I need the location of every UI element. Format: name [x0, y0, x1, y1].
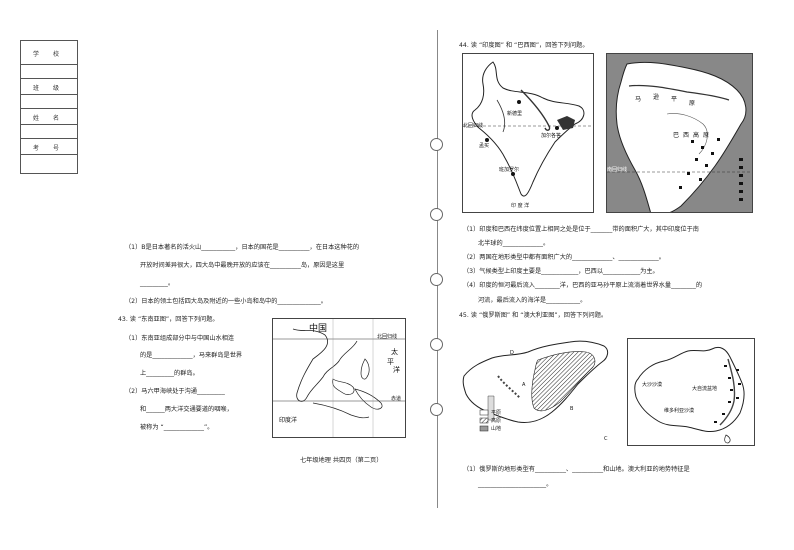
info-row-blank[interactable]	[21, 65, 77, 79]
label-id: 考 号	[33, 145, 65, 152]
q43-2-line2: 和______两大洋交通要道的咽喉，	[140, 406, 233, 413]
label-amazon-4: 原	[689, 100, 696, 107]
q42-1-line2: 开放时间差异很大，四大岛中最晚开放的应该在__________岛，原因是这里	[140, 262, 345, 269]
label-plateau-2: 西	[683, 132, 690, 139]
label-b: B	[570, 406, 574, 412]
binding-hole	[430, 273, 443, 286]
india-map: 新德里 加尔各答 北回归线 孟买 班加罗尔 印 度 洋	[462, 53, 594, 213]
label-victoria-desert: 维多利亚沙漠	[664, 408, 695, 414]
label-a: A	[522, 382, 526, 388]
southeast-asia-map: 中国 北回归线 太 平 洋 赤道 印度洋	[272, 318, 406, 438]
label-plateau-3: 高	[693, 132, 700, 139]
q44-1-line2: 北半球的_____________。	[478, 240, 550, 247]
label-tropic-brazil: 南回归线	[607, 167, 628, 173]
q45-1-line1: （1）俄罗斯的地形类型有__________、__________和山地。澳大利…	[463, 466, 690, 473]
label-plateau-4: 原	[703, 132, 710, 139]
label-tropic-india: 北回归线	[463, 123, 484, 129]
label-equator: 赤道	[391, 396, 402, 402]
info-row-blank[interactable]	[21, 95, 77, 109]
q43-2-line1: （2）马六甲海峡处于沟通_________	[125, 388, 225, 395]
q44-1-line1: （1）印度和巴西在纬度位置上相同之处是位于_______带的面积广大，其中印度位…	[463, 226, 699, 233]
legend-plain: 平原	[491, 410, 502, 416]
q45-1-line2: ______________________。	[478, 481, 553, 488]
q45-title: 45. 读 “俄罗斯图” 和 “澳大利亚图”，回答下列问题。	[459, 312, 608, 319]
label-c: C	[604, 436, 608, 442]
q43-2-line3: 被称为 “_____________”。	[140, 424, 214, 431]
label-amazon-1: 马	[635, 96, 642, 103]
label-pacific-1: 太	[391, 348, 398, 356]
label-kolkata: 加尔各答	[541, 133, 562, 139]
russia-map: D A B C 平原 高原 山地	[458, 336, 618, 446]
q43-1-line3: 上_________的群岛。	[140, 370, 199, 377]
legend-plateau: 高原	[491, 418, 502, 424]
label-indian-ocean: 印度洋	[279, 417, 298, 424]
info-row-id: 考 号	[21, 139, 77, 155]
info-row-blank[interactable]	[21, 125, 77, 139]
info-row-class: 班 级	[21, 79, 77, 95]
india-map-drawing	[463, 61, 593, 197]
q44-4-line1: （4）印度的恒河最后流入________洋，巴西的亚马孙平原上流淌着世界水量__…	[463, 282, 703, 289]
label-tropic: 北回归线	[377, 334, 398, 340]
brazil-map-drawing	[607, 61, 752, 212]
q42-1-line1: （1）B是日本著名的活火山___________，日本的国花是_________…	[125, 244, 360, 251]
label-china: 中国	[309, 324, 328, 334]
label-amazon-2: 逊	[653, 94, 660, 101]
label-pacific-2: 平	[387, 358, 394, 366]
australia-map: 大沙沙漠 维多利亚沙漠 大自流盆地	[627, 338, 755, 446]
page-footer: 七年级地理 共四页（第二页）	[300, 457, 383, 464]
q42-2: （2）日本的领土包括四大岛及附近的一些小岛和岛中的______________。	[125, 298, 327, 305]
label-great-sandy-desert: 大沙沙漠	[642, 382, 663, 388]
q43-1-line2: 的是_____________，马来群岛是世界	[140, 352, 243, 359]
q44-title: 44. 读 “印度图” 和 “巴西图”，回答下列问题。	[459, 42, 589, 49]
label-mumbai: 孟买	[479, 143, 490, 149]
q43-1-line1: （1）东南亚组成部分中与中国山水相连	[125, 335, 235, 342]
q44-3: （3）气候类型上印度主要是____________，巴西以___________…	[463, 268, 659, 275]
brazil-map: 马 逊 平 原 巴 西 高 原 南回归线	[606, 53, 753, 213]
label-class: 班 级	[33, 85, 65, 92]
binding-line	[437, 30, 438, 508]
label-indian-ocean-india: 印 度 洋	[511, 203, 530, 209]
label-new-delhi: 新德里	[507, 111, 523, 117]
label-great-artesian-basin: 大自流盆地	[692, 386, 718, 392]
label-d: D	[510, 350, 514, 356]
southeast-asia-map-drawing	[273, 319, 405, 437]
binding-hole	[430, 208, 443, 221]
legend-mountain: 山地	[491, 426, 502, 432]
russia-map-drawing	[462, 340, 609, 432]
student-info-table: 学 校 班 级 姓 名 考 号	[20, 40, 78, 174]
q44-4-line2: 河流，最后流入的海洋是___________。	[478, 297, 587, 304]
info-row-name: 姓 名	[21, 109, 77, 125]
q44-2: （2）两国在地形类型中都有面积广大的_____________、________…	[463, 254, 665, 261]
label-pacific-3: 洋	[393, 366, 400, 374]
label-amazon-3: 平	[671, 96, 678, 103]
label-bangalore: 班加罗尔	[499, 167, 520, 173]
label-plateau-1: 巴	[673, 132, 680, 139]
q43-title: 43. 读 “东南亚图”，回答下列问题。	[118, 316, 219, 323]
australia-map-drawing	[634, 346, 745, 444]
binding-hole	[430, 338, 443, 351]
label-school: 学 校	[33, 51, 65, 58]
label-name: 姓 名	[33, 115, 65, 122]
binding-hole	[430, 138, 443, 151]
q42-1-line3: _________。	[140, 280, 175, 287]
info-row-school: 学 校	[21, 41, 77, 65]
binding-hole	[430, 403, 443, 416]
